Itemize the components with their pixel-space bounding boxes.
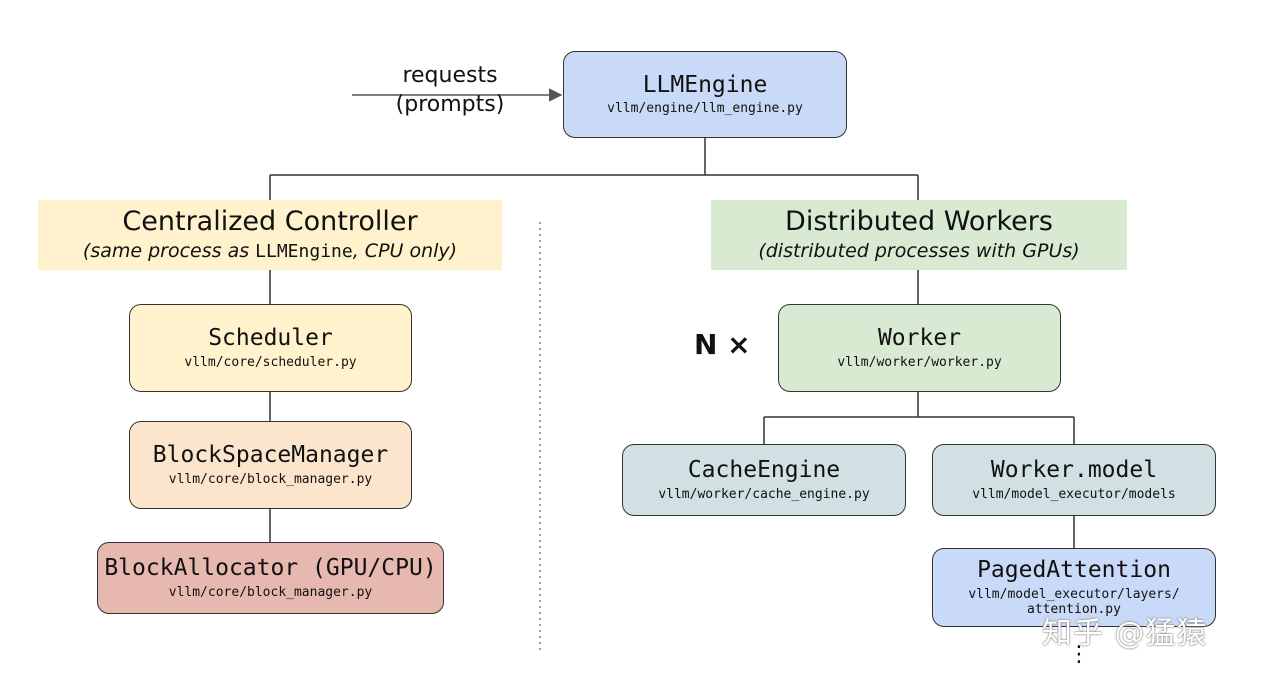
worker-path: vllm/worker/worker.py — [837, 354, 1002, 370]
requests-line1: requests — [402, 63, 498, 88]
paged-attention-path-line1: vllm/model_executor/layers/ — [968, 586, 1180, 602]
controller-title: Centralized Controller — [122, 206, 418, 238]
ellipsis-more: ⋮ — [1068, 642, 1090, 667]
block-allocator-path: vllm/core/block_manager.py — [168, 584, 373, 600]
scheduler-box[interactable]: Scheduler vllm/core/scheduler.py — [129, 304, 412, 392]
worker-box[interactable]: Worker vllm/worker/worker.py — [778, 304, 1061, 392]
cache-engine-name: CacheEngine — [687, 457, 841, 484]
requests-line2: (prompts) — [395, 91, 505, 117]
scheduler-path: vllm/core/scheduler.py — [184, 354, 357, 370]
distributed-workers-band: Distributed Workers (distributed process… — [711, 200, 1127, 270]
block-space-manager-box[interactable]: BlockSpaceManager vllm/core/block_manage… — [129, 421, 412, 509]
requests-label: requests (prompts) — [376, 62, 524, 119]
worker-model-box[interactable]: Worker.model vllm/model_executor/models — [932, 444, 1216, 516]
workers-title: Distributed Workers — [785, 206, 1053, 238]
controller-sub-suffix: , CPU only) — [352, 239, 458, 262]
worker-to-children — [763, 392, 1075, 444]
cache-engine-box[interactable]: CacheEngine vllm/worker/cache_engine.py — [622, 444, 906, 516]
cache-engine-path: vllm/worker/cache_engine.py — [658, 486, 870, 502]
n-times-label: N × — [694, 328, 751, 361]
block-allocator-box[interactable]: BlockAllocator (GPU/CPU) vllm/core/block… — [97, 542, 444, 614]
controller-sub-mono: LLMEngine — [255, 240, 353, 262]
centralized-controller-band: Centralized Controller (same process as … — [38, 200, 502, 270]
scheduler-name: Scheduler — [208, 325, 333, 352]
block-allocator-name: BlockAllocator (GPU/CPU) — [104, 555, 437, 582]
watermark: 知乎 @猛猿 — [1042, 616, 1208, 651]
paged-attention-path-line2: attention.py — [1027, 602, 1121, 618]
block-space-manager-name: BlockSpaceManager — [152, 442, 389, 469]
worker-model-name: Worker.model — [990, 457, 1158, 484]
paged-attention-name: PagedAttention — [977, 557, 1171, 584]
worker-name: Worker — [877, 325, 962, 352]
paged-attention-box[interactable]: PagedAttention vllm/model_executor/layer… — [932, 548, 1216, 627]
llm-engine-name: LLMEngine — [642, 71, 768, 98]
workers-subtitle: (distributed processes with GPUs) — [758, 239, 1080, 262]
llm-engine-box[interactable]: LLMEngine vllm/engine/llm_engine.py — [563, 51, 847, 138]
block-space-manager-path: vllm/core/block_manager.py — [168, 471, 373, 487]
engine-to-branches — [269, 138, 919, 200]
controller-sub-prefix: (same process as — [82, 239, 256, 262]
llm-engine-path: vllm/engine/llm_engine.py — [607, 101, 803, 117]
controller-subtitle: (same process as LLMEngine, CPU only) — [38, 239, 502, 264]
worker-model-path: vllm/model_executor/models — [972, 486, 1176, 502]
